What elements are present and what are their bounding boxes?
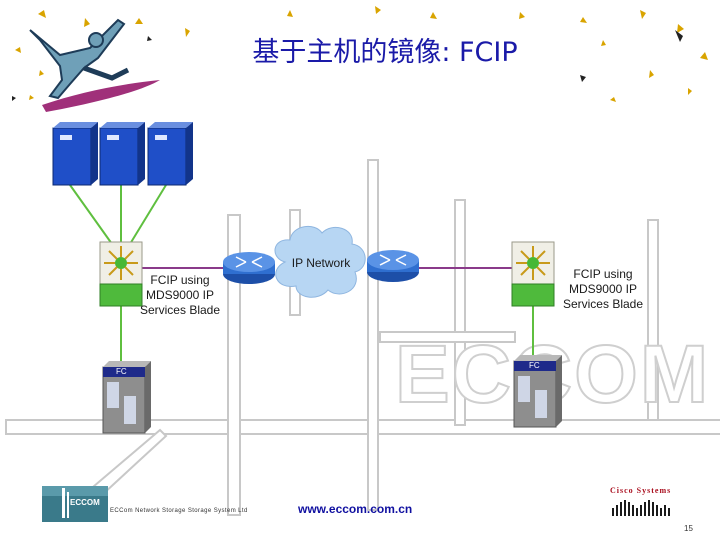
mds-switch-left bbox=[99, 241, 143, 307]
eccom-logo-text: ECCOM bbox=[70, 498, 100, 507]
page-number: 15 bbox=[684, 524, 693, 533]
slide-title: 基于主机的镜像: FCIP bbox=[252, 37, 518, 68]
eccom-logo bbox=[42, 486, 108, 522]
cisco-logo bbox=[612, 500, 670, 516]
server-3 bbox=[147, 122, 193, 186]
router-right bbox=[367, 250, 419, 282]
confetti-decorations bbox=[15, 6, 708, 102]
surfer-figure bbox=[29, 18, 160, 112]
mds-switch-right bbox=[511, 241, 555, 307]
left-switch-label: FCIP using MDS9000 IP Services Blade bbox=[139, 273, 221, 317]
cisco-logo-text: Cisco Systems bbox=[610, 486, 672, 495]
server-1 bbox=[52, 122, 98, 186]
storage-right bbox=[513, 355, 562, 428]
links bbox=[69, 184, 534, 366]
left-storage-tag: FC bbox=[116, 367, 127, 376]
storage-left bbox=[102, 361, 151, 434]
footer-url[interactable]: www.eccom.com.cn bbox=[298, 502, 413, 516]
right-switch-label: FCIP using MDS9000 IP Services Blade bbox=[562, 267, 644, 311]
router-left bbox=[223, 252, 275, 284]
right-storage-tag: FC bbox=[529, 361, 540, 370]
ip-network-cloud bbox=[274, 225, 366, 298]
confetti-dark bbox=[12, 30, 683, 101]
ip-network-label: IP Network bbox=[291, 256, 351, 270]
footer-company-name: ECCom Network Storage Storage System Ltd bbox=[110, 508, 248, 514]
server-2 bbox=[99, 122, 145, 186]
